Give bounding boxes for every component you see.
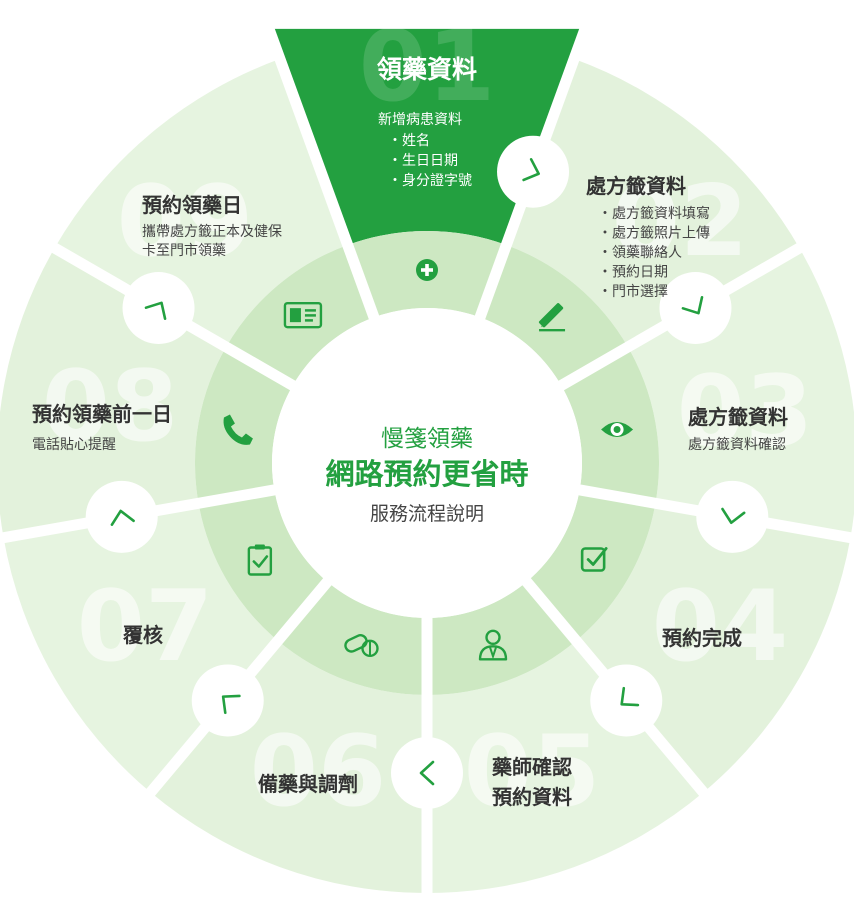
- arrow-2-to-3: [659, 272, 732, 344]
- segment-step-06: [150, 640, 428, 893]
- middle-band-step-04: [526, 489, 656, 641]
- center-title-line2: 網路預約更省時: [325, 457, 528, 491]
- step-number-03: 03: [677, 355, 813, 469]
- step-04-text: 預約完成: [662, 626, 742, 650]
- segment-step-09: [54, 58, 348, 347]
- step-number-09: 09: [117, 165, 253, 279]
- center-hub: 慢箋領藥 網路預約更省時 服務流程說明: [272, 308, 582, 618]
- arrow-7-to-8: [85, 480, 158, 553]
- step-03-description: 處方籤資料確認: [688, 437, 786, 453]
- pharmacist-icon: [478, 629, 508, 661]
- step-06-text: 備藥與調劑: [258, 772, 358, 796]
- center-title-line1: 慢箋領藥: [381, 426, 473, 452]
- arrow-8-to-9: [122, 272, 195, 344]
- step-07-text: 覆核: [122, 623, 163, 647]
- step-06-title: 備藥與調劑: [258, 772, 358, 796]
- phone-icon: [223, 414, 253, 445]
- step-07-title: 覆核: [122, 623, 163, 647]
- step-number-08: 08: [42, 350, 178, 464]
- arrow-3-to-4: [696, 480, 769, 553]
- step-02-bullet: ・領藥聯絡人: [598, 244, 682, 261]
- step-02-bullet: ・處方籤資料填寫: [598, 205, 710, 222]
- step-number-watermarks: 01 02 03 04 05 06 07 08 09: [42, 10, 813, 829]
- arrow-6-to-7: [191, 664, 264, 737]
- step-number-05: 05: [464, 715, 600, 829]
- step-number-01: 01: [359, 10, 495, 124]
- checkbox-icon: [580, 547, 608, 572]
- step-02-bullet: ・預約日期: [598, 265, 668, 281]
- step-05-title: 藥師確認: [491, 755, 572, 779]
- step-01-bullet: ・身分證字號: [388, 172, 472, 189]
- step-texts: 領藥資料新增病患資料・姓名・生日日期・身分證字號處方籤資料・處方籤資料填寫・處方…: [32, 55, 788, 809]
- arrow-1-to-2: [497, 135, 570, 208]
- middle-band-step-08: [194, 347, 293, 504]
- step-08-title: 預約領藥前一日: [32, 402, 172, 426]
- step-09-description: 攜帶處方籤正本及健保: [142, 224, 282, 240]
- step-09-title: 預約領藥日: [142, 193, 242, 217]
- middle-band-step-07: [198, 489, 328, 641]
- step-08-description: 電話貼心提醒: [32, 436, 116, 453]
- step-02-text: 處方籤資料・處方籤資料填寫・處方籤照片上傳・領藥聯絡人・預約日期・門市選擇: [586, 174, 710, 300]
- step-number-06: 06: [250, 715, 386, 829]
- id-card-icon: [283, 301, 323, 329]
- clipboard-check-icon: [247, 544, 273, 576]
- step-icons: [223, 259, 634, 661]
- arrow-4-to-5: [590, 664, 663, 737]
- segment-step-02: [506, 58, 800, 347]
- center-circle: [272, 308, 582, 618]
- arrow-5-to-6: [391, 737, 463, 809]
- plus-circle-icon: [416, 259, 438, 281]
- step-02-bullet: ・門市選擇: [598, 283, 668, 300]
- eye-icon: [601, 421, 634, 437]
- segment-step-05: [427, 640, 704, 893]
- step-05-title: 預約資料: [492, 785, 572, 809]
- step-09-description: 卡至門市領藥: [142, 242, 226, 259]
- step-02-bullet: ・處方籤照片上傳: [598, 226, 710, 242]
- step-01-bullet: ・姓名: [388, 133, 430, 149]
- pills-icon: [344, 634, 379, 658]
- step-number-07: 07: [77, 570, 213, 684]
- step-03-title: 處方籤資料: [688, 405, 788, 429]
- step-01-title: 領藥資料: [377, 55, 477, 84]
- center-subtitle: 服務流程說明: [370, 503, 484, 525]
- step-01-intro: 新增病患資料: [378, 112, 462, 128]
- pen-icon: [538, 303, 566, 332]
- middle-band-step-05: [427, 581, 577, 695]
- divider: [261, 19, 380, 322]
- step-04-title: 預約完成: [662, 626, 742, 650]
- step-number-04: 04: [652, 570, 788, 684]
- step-number-02: 02: [612, 165, 748, 279]
- step-02-title: 處方籤資料: [586, 174, 686, 198]
- step-01-bullet: ・生日日期: [388, 153, 458, 169]
- step-arrows: [85, 135, 769, 809]
